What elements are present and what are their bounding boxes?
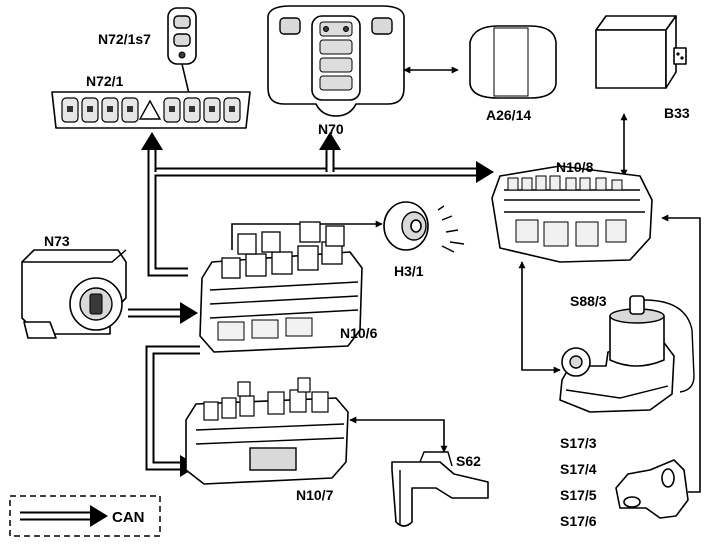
fuse-module-n10-7 [185,377,349,485]
module-a26-14 [469,25,557,99]
switch-s62 [391,451,489,527]
control-unit-n10-8 [491,165,653,263]
can-arrow-icon [90,505,108,527]
component-s88-3 [559,295,695,413]
switch-n72-1s7 [167,7,197,65]
label-s17-4: S17/4 [560,461,597,477]
component-b33 [595,15,687,89]
label-n72-1: N72/1 [86,73,124,89]
label-s62: S62 [456,453,481,469]
legend-can-label: CAN [112,509,145,526]
legend-can: CAN [9,495,161,537]
label-h3-1: H3/1 [394,263,424,279]
bracket-s17 [615,459,689,519]
label-n70: N70 [318,121,344,137]
label-s17-3: S17/3 [560,435,597,451]
label-s17-5: S17/5 [560,487,597,503]
label-n10-8: N10/8 [556,159,594,175]
ignition-unit-n73 [21,249,127,339]
label-a26-14: A26/14 [486,107,531,123]
label-n72-1s7: N72/1s7 [98,31,151,47]
overhead-panel-n70 [267,5,405,117]
fuse-relay-module-n10-6 [199,221,363,353]
label-n10-6: N10/6 [340,325,378,341]
label-n73: N73 [44,233,70,249]
label-s88-3: S88/3 [570,293,607,309]
legend-frame [9,495,161,537]
buzzer-h3-1 [383,201,465,253]
component-labels: N72/1s7 N72/1 N70 A26/14 B33 N10/8 N73 H… [44,31,690,529]
switch-panel-n72-1 [51,91,251,129]
label-b33: B33 [664,105,690,121]
label-n10-7: N10/7 [296,487,334,503]
label-s17-6: S17/6 [560,513,597,529]
can-bus-lines [128,132,494,477]
